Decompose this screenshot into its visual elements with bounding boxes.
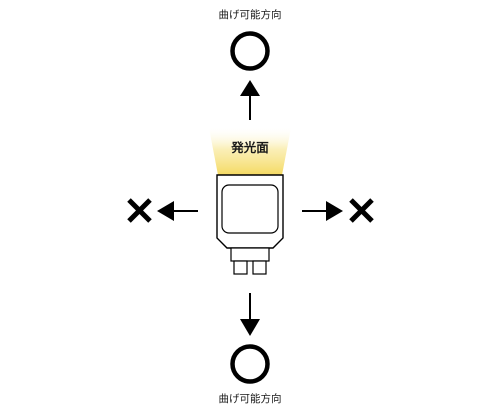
down-arrow-icon (240, 293, 260, 336)
light-glow (209, 128, 291, 175)
right-not-allowed-cross-icon (349, 198, 374, 223)
emitting-surface-label: 発光面 (230, 140, 269, 155)
left-arrow-icon (157, 201, 198, 221)
top-allowed-circle-icon (230, 31, 270, 71)
sensor-device-icon (216, 174, 284, 275)
bottom-allowed-circle-icon (230, 344, 270, 384)
bottom-direction-label: 曲げ可能方向 (219, 392, 282, 405)
left-not-allowed-cross-icon (127, 198, 152, 223)
up-arrow-icon (240, 80, 260, 120)
top-direction-label: 曲げ可能方向 (219, 8, 282, 21)
right-arrow-icon (302, 201, 343, 221)
